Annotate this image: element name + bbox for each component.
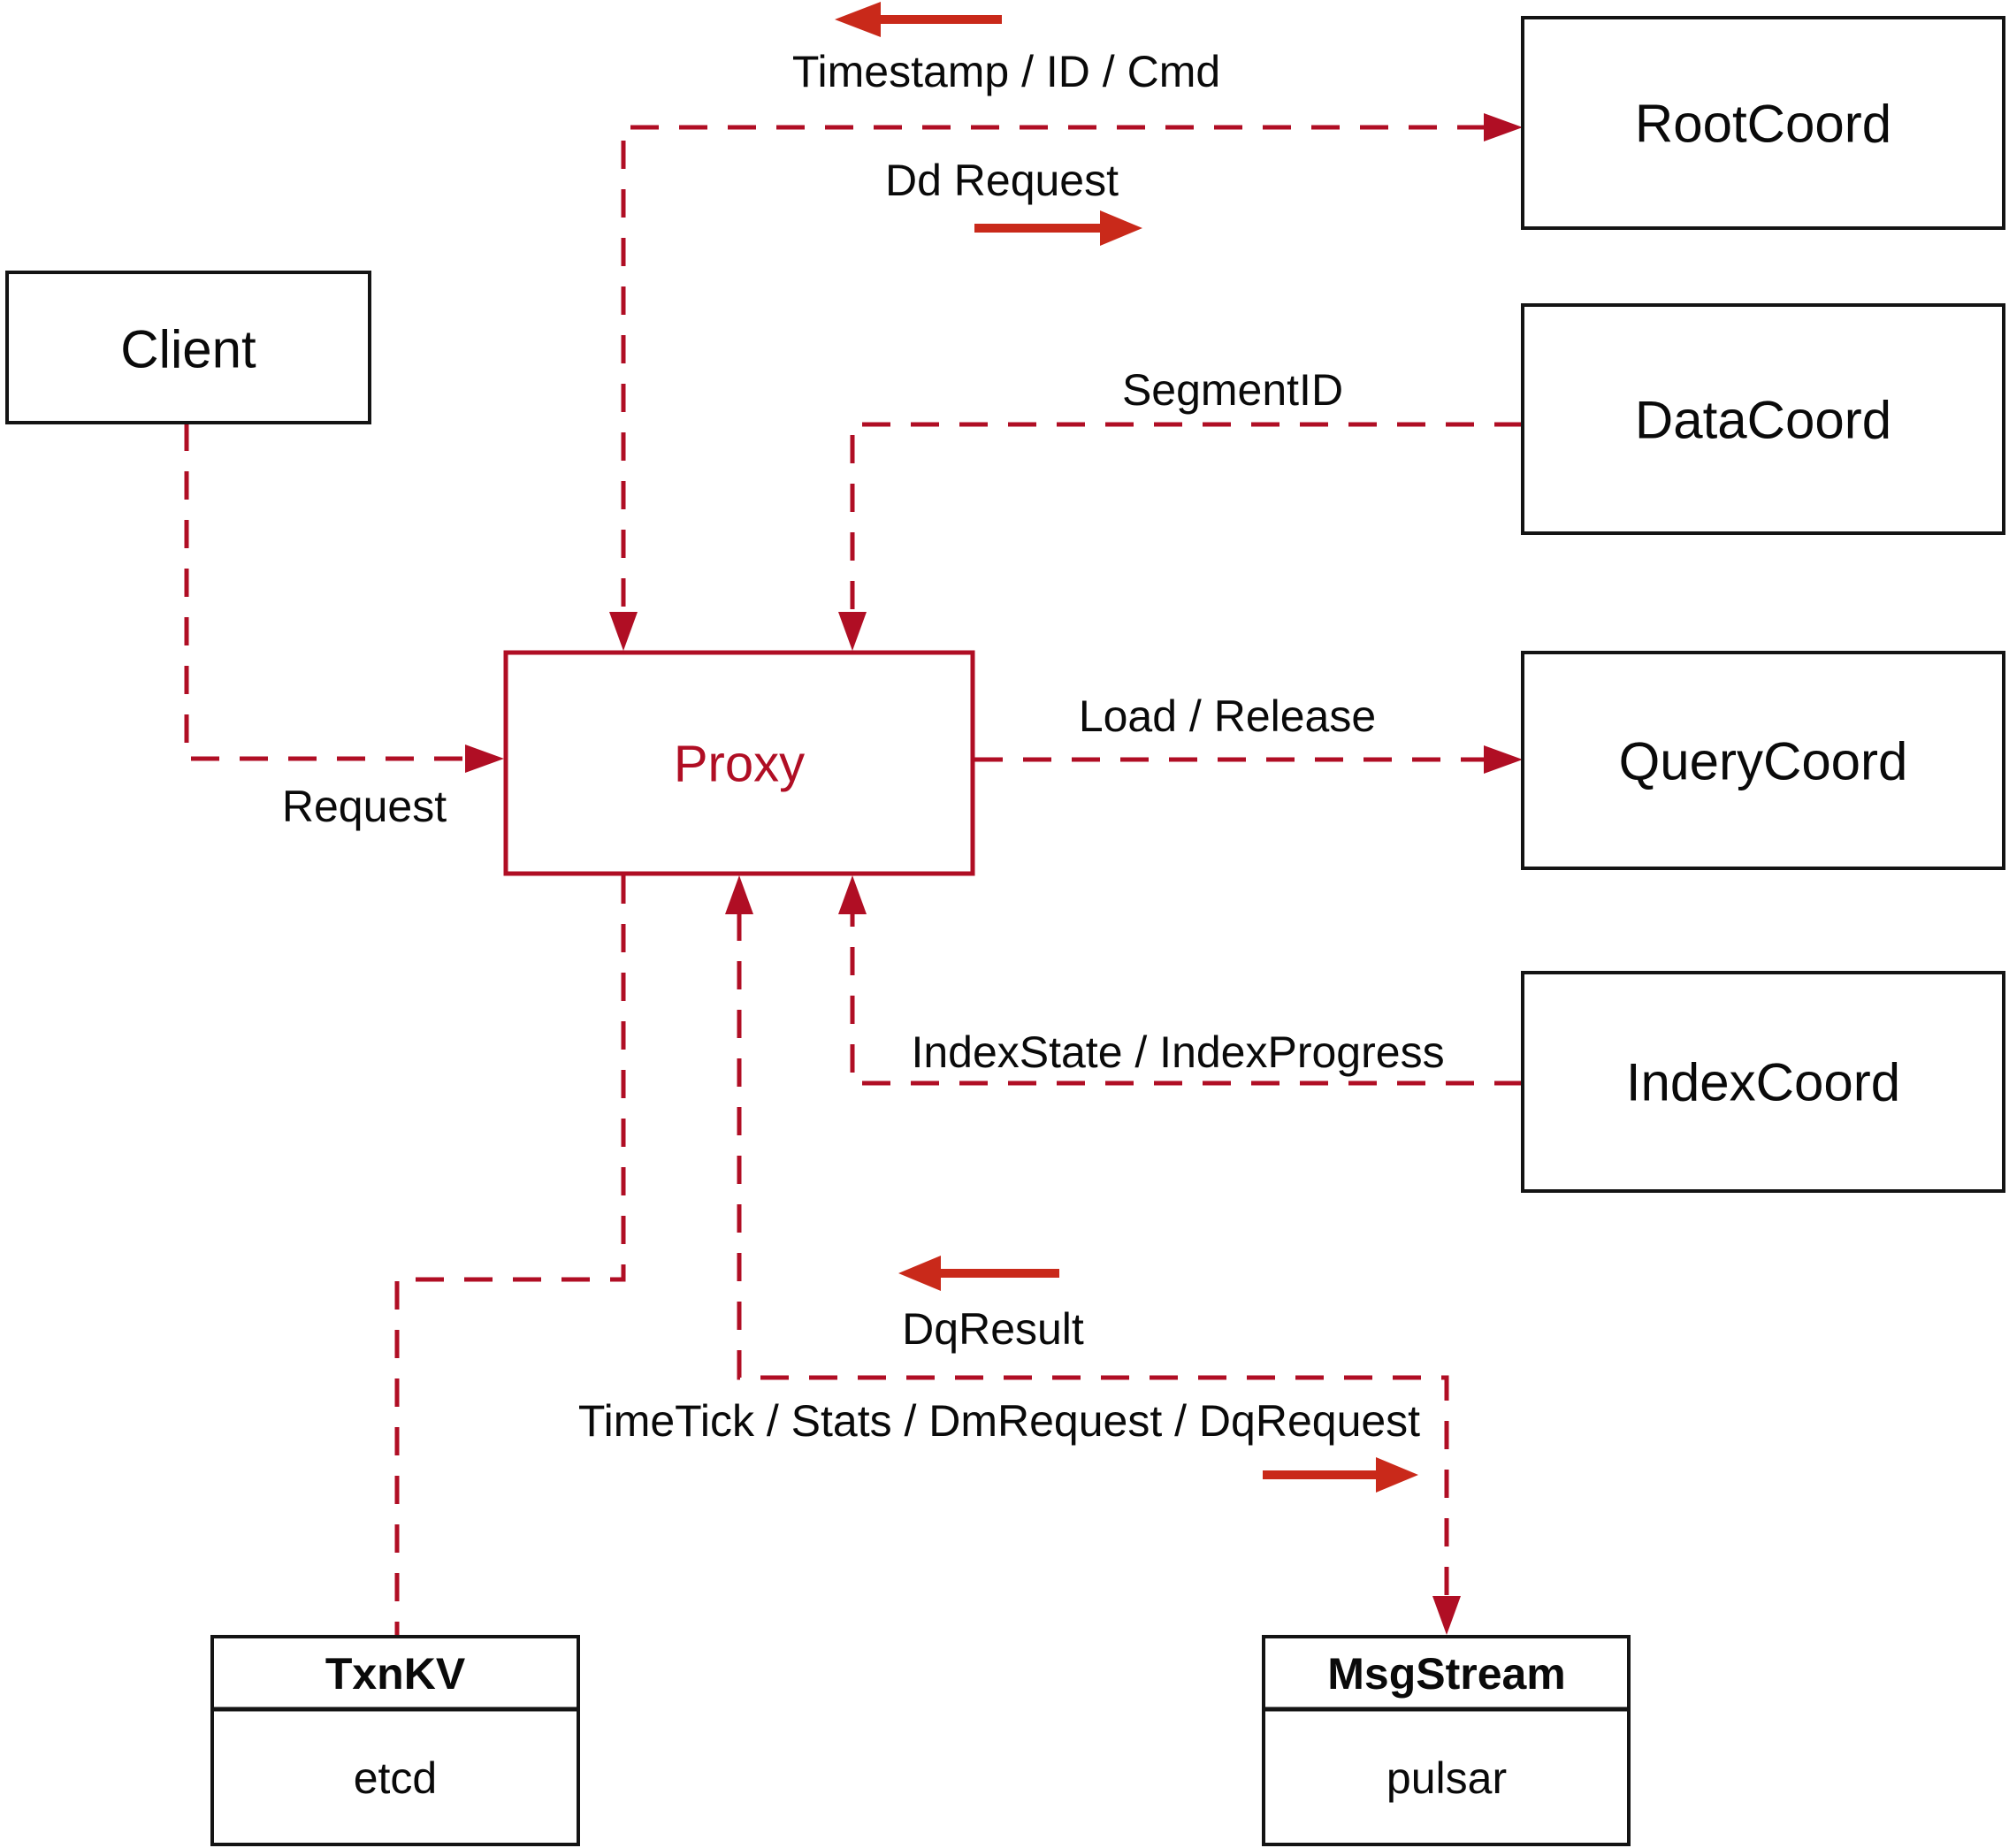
indexcoord-label: IndexCoord: [1626, 1053, 1900, 1112]
client-label: Client: [120, 320, 256, 379]
arrow-right-dd-request-icon: [974, 210, 1142, 246]
arrowhead-into-proxy-left-icon: [465, 745, 504, 773]
edge-proxy-msgstream: [737, 913, 1449, 1598]
arrowhead-into-rootcoord-icon: [1484, 113, 1523, 141]
node-indexcoord: IndexCoord: [1521, 971, 2005, 1193]
arrowhead-into-msgstream-icon: [1432, 1596, 1461, 1635]
edge-label-dqresult: DqResult: [902, 1304, 1084, 1354]
edge-label-dd-request: Dd Request: [885, 156, 1119, 205]
arrow-left-dqresult-icon: [898, 1256, 1059, 1291]
edge-label-timestamp-id-cmd: Timestamp / ID / Cmd: [792, 47, 1220, 96]
txnkv-impl: etcd: [354, 1753, 438, 1803]
msgstream-impl: pulsar: [1386, 1753, 1507, 1803]
arrow-left-timestamp-icon: [835, 2, 1002, 37]
msgstream-title: MsgStream: [1327, 1649, 1566, 1699]
datacoord-label: DataCoord: [1635, 391, 1891, 450]
node-msgstream: MsgStream pulsar: [1262, 1635, 1631, 1846]
edge-label-segment-id: SegmentID: [1122, 365, 1343, 415]
edge-label-indexstate-indexprogress: IndexState / IndexProgress: [911, 1027, 1444, 1077]
node-querycoord: QueryCoord: [1521, 651, 2005, 870]
edge-proxy-txnkv: [394, 875, 626, 1635]
arrow-right-timetick-icon: [1263, 1457, 1418, 1493]
arrowhead-into-proxy-top-right-icon: [838, 612, 867, 651]
edge-indexcoord-proxy: [850, 913, 1523, 1086]
querycoord-label: QueryCoord: [1619, 732, 1908, 791]
arrowhead-into-proxy-bottom-right-icon: [838, 875, 867, 914]
node-proxy: Proxy: [503, 650, 975, 876]
edge-label-load-release: Load / Release: [1079, 691, 1376, 741]
arrowhead-into-proxy-top-left-icon: [609, 612, 638, 651]
edge-label-request: Request: [282, 782, 447, 831]
edge-proxy-rootcoord: [621, 125, 1486, 614]
arrowhead-into-querycoord-icon: [1484, 745, 1523, 774]
proxy-label: Proxy: [674, 736, 805, 793]
edge-label-timetick-stats: TimeTick / Stats / DmRequest / DqRequest: [578, 1396, 1420, 1446]
node-rootcoord: RootCoord: [1521, 16, 2005, 230]
arrowhead-into-proxy-bottom-left-icon: [725, 875, 753, 914]
rootcoord-label: RootCoord: [1635, 95, 1891, 154]
edge-client-proxy: [184, 423, 465, 761]
node-client: Client: [5, 271, 371, 424]
node-datacoord: DataCoord: [1521, 303, 2005, 535]
node-txnkv: TxnKV etcd: [210, 1635, 580, 1846]
txnkv-title: TxnKV: [325, 1649, 466, 1699]
edge-datacoord-proxy: [850, 422, 1523, 614]
